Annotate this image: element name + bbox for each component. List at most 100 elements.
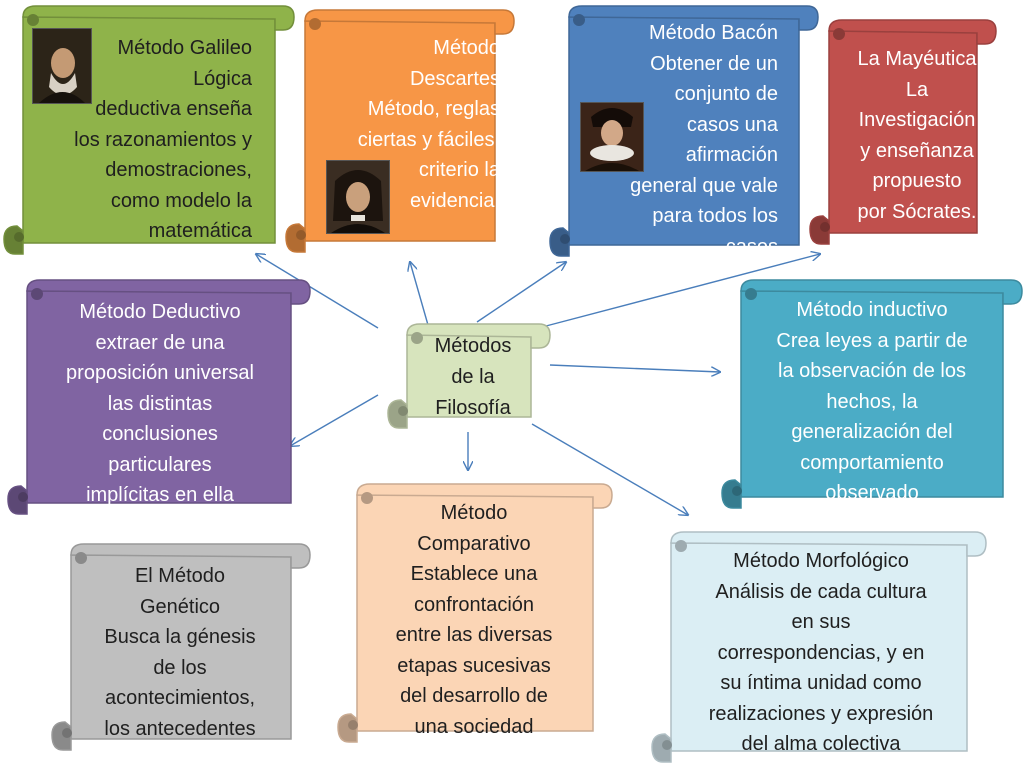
text-line: para todos los (652, 205, 778, 227)
text-line: de la (451, 366, 495, 388)
text-line: del desarrollo de (400, 685, 548, 707)
inductivo-scroll-shape (721, 279, 1023, 509)
text-line: etapas sucesivas (397, 654, 551, 677)
center-scroll-shape (387, 323, 551, 429)
text-line: Comparativo (417, 532, 531, 555)
text-line: los antecedentes (104, 717, 256, 740)
text-line: criterio la (418, 159, 500, 181)
center-node-metodos-filosofia: Métodos de la Filosofía (386, 322, 552, 430)
text-line: generalización del (791, 421, 953, 443)
text-line: casos (725, 235, 778, 258)
text-line: las distintas (107, 392, 213, 415)
text-line: Investigación (858, 109, 976, 131)
text-line: de los (153, 656, 207, 679)
text-line: Busca la génesis (104, 626, 256, 648)
text-line: particulares (108, 453, 212, 476)
text-line: Método (433, 37, 500, 59)
text-line: entre las diversas (395, 624, 553, 646)
text-line: ciertas y fáciles, (357, 128, 500, 151)
text-line: El Método (134, 565, 226, 587)
text-line: una sociedad (414, 715, 534, 738)
text-line: conclusiones (102, 423, 218, 445)
deductivo-scroll-shape (7, 279, 311, 515)
text-line: en sus (791, 611, 851, 633)
text-line: La Mayéutica (857, 48, 977, 70)
text-line: realizaciones y expresión (708, 702, 934, 725)
text-line: extraer de una (95, 331, 225, 354)
comparativo-scroll-shape (337, 483, 613, 743)
text-line: comportamiento (800, 451, 944, 474)
text-line: Métodos (434, 335, 512, 357)
arrow-to-morfologico (531, 423, 688, 515)
text-line: Análisis de cada cultura (715, 580, 927, 603)
arrow-to-deductivo (290, 394, 379, 446)
mayeutica-scroll-shape (809, 19, 997, 245)
text-line: y enseñanza (860, 139, 974, 162)
text-line: evidencia. (409, 189, 500, 212)
text-line: Método Galileo (117, 37, 252, 59)
portrait-galileo-icon (32, 28, 92, 104)
arrow-to-descartes (410, 262, 429, 326)
text-line: demostraciones, (105, 159, 252, 181)
text-line: Obtener de un (650, 52, 778, 75)
text-line: observado (825, 482, 919, 504)
text-line: Establece una (410, 563, 538, 585)
text-line: Descartes (409, 67, 500, 90)
text-line: propuesto (872, 170, 962, 192)
text-line: su íntima unidad como (720, 672, 922, 694)
arrow-to-mayeutica (545, 254, 820, 327)
text-line: afirmación (685, 144, 778, 166)
text-line: del alma colectiva (741, 733, 901, 755)
text-line: casos una (686, 113, 778, 136)
arrow-to-inductivo (549, 364, 720, 372)
text-line: como modelo la (110, 189, 252, 212)
text-line: acontecimientos, (104, 687, 256, 709)
text-line: conjunto de (674, 83, 778, 105)
text-line: general que vale (630, 174, 778, 197)
text-line: por Sócrates. (857, 200, 977, 223)
text-line: implícitas en ella (86, 484, 234, 506)
text-line: matemática (148, 220, 252, 242)
text-line: Lógica (193, 67, 252, 90)
text-line: confrontación (413, 593, 535, 616)
portrait-descartes-icon (326, 160, 390, 234)
text-line: hechos, la (826, 390, 918, 413)
center-node-text: Métodos de la Filosofía (402, 331, 544, 424)
text-line: Método Bacón (649, 22, 778, 44)
text-line: Crea leyes a partir de (776, 329, 968, 352)
text-line: correspondencias, y en (717, 641, 925, 664)
portrait-bacon-icon (580, 102, 644, 172)
morfologico-scroll-shape (651, 531, 987, 763)
descartes-scroll-shape (285, 9, 515, 253)
genetico-scroll-shape (51, 543, 311, 751)
arrow-to-galileo (256, 254, 379, 329)
text-line: deductiva enseña (95, 98, 252, 120)
text-line: los razonamientos y (74, 128, 252, 151)
text-line: Método inductivo (796, 299, 948, 321)
text-line: Método Deductivo (79, 301, 241, 323)
arrow-to-bacon (476, 262, 566, 323)
text-line: Método (440, 502, 508, 524)
text-line: La (905, 78, 929, 101)
text-line: Filosofía (435, 397, 511, 419)
text-line: Método Morfológico (733, 550, 909, 572)
text-line: Genético (139, 595, 221, 618)
